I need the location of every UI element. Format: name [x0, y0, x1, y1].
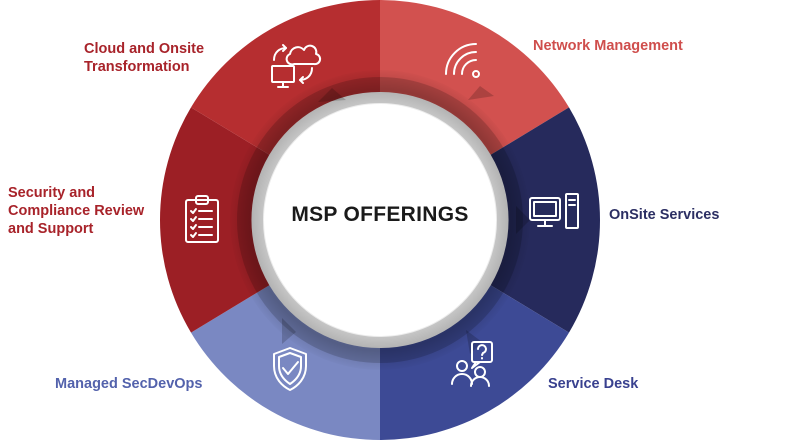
center-circle: [264, 104, 496, 336]
label-security-compliance: Security and Compliance Review and Suppo…: [8, 184, 144, 238]
label-managed-secdevops: Managed SecDevOps: [55, 375, 202, 393]
support-question-icon: [451, 341, 493, 387]
label-network-management: Network Management: [533, 37, 683, 55]
label-line: Cloud and Onsite: [84, 41, 205, 57]
desktop-computer-icon: [529, 193, 579, 229]
label-line: Transformation: [84, 59, 190, 75]
label-cloud-transformation: Cloud and Onsite Transformation: [84, 40, 204, 76]
label-line: and Support: [8, 221, 94, 237]
shield-check-icon: [273, 347, 307, 391]
label-service-desk: Service Desk: [548, 375, 638, 393]
cloud-sync-icon: [271, 44, 322, 88]
label-line: Compliance Review: [8, 203, 145, 219]
label-line: Network Management: [533, 38, 683, 54]
label-line: Security and: [8, 185, 96, 201]
wifi-icon: [445, 43, 480, 78]
clipboard-checklist-icon: [185, 195, 219, 243]
label-line: Service Desk: [548, 376, 639, 392]
segment-cloud-transformation: [191, 0, 380, 155]
label-onsite-services: OnSite Services: [609, 206, 719, 224]
label-line: OnSite Services: [609, 207, 720, 223]
label-line: Managed SecDevOps: [55, 376, 203, 392]
segment-managed-secdevops: [191, 285, 380, 440]
center-title: MSP OFFERINGS: [291, 203, 469, 226]
